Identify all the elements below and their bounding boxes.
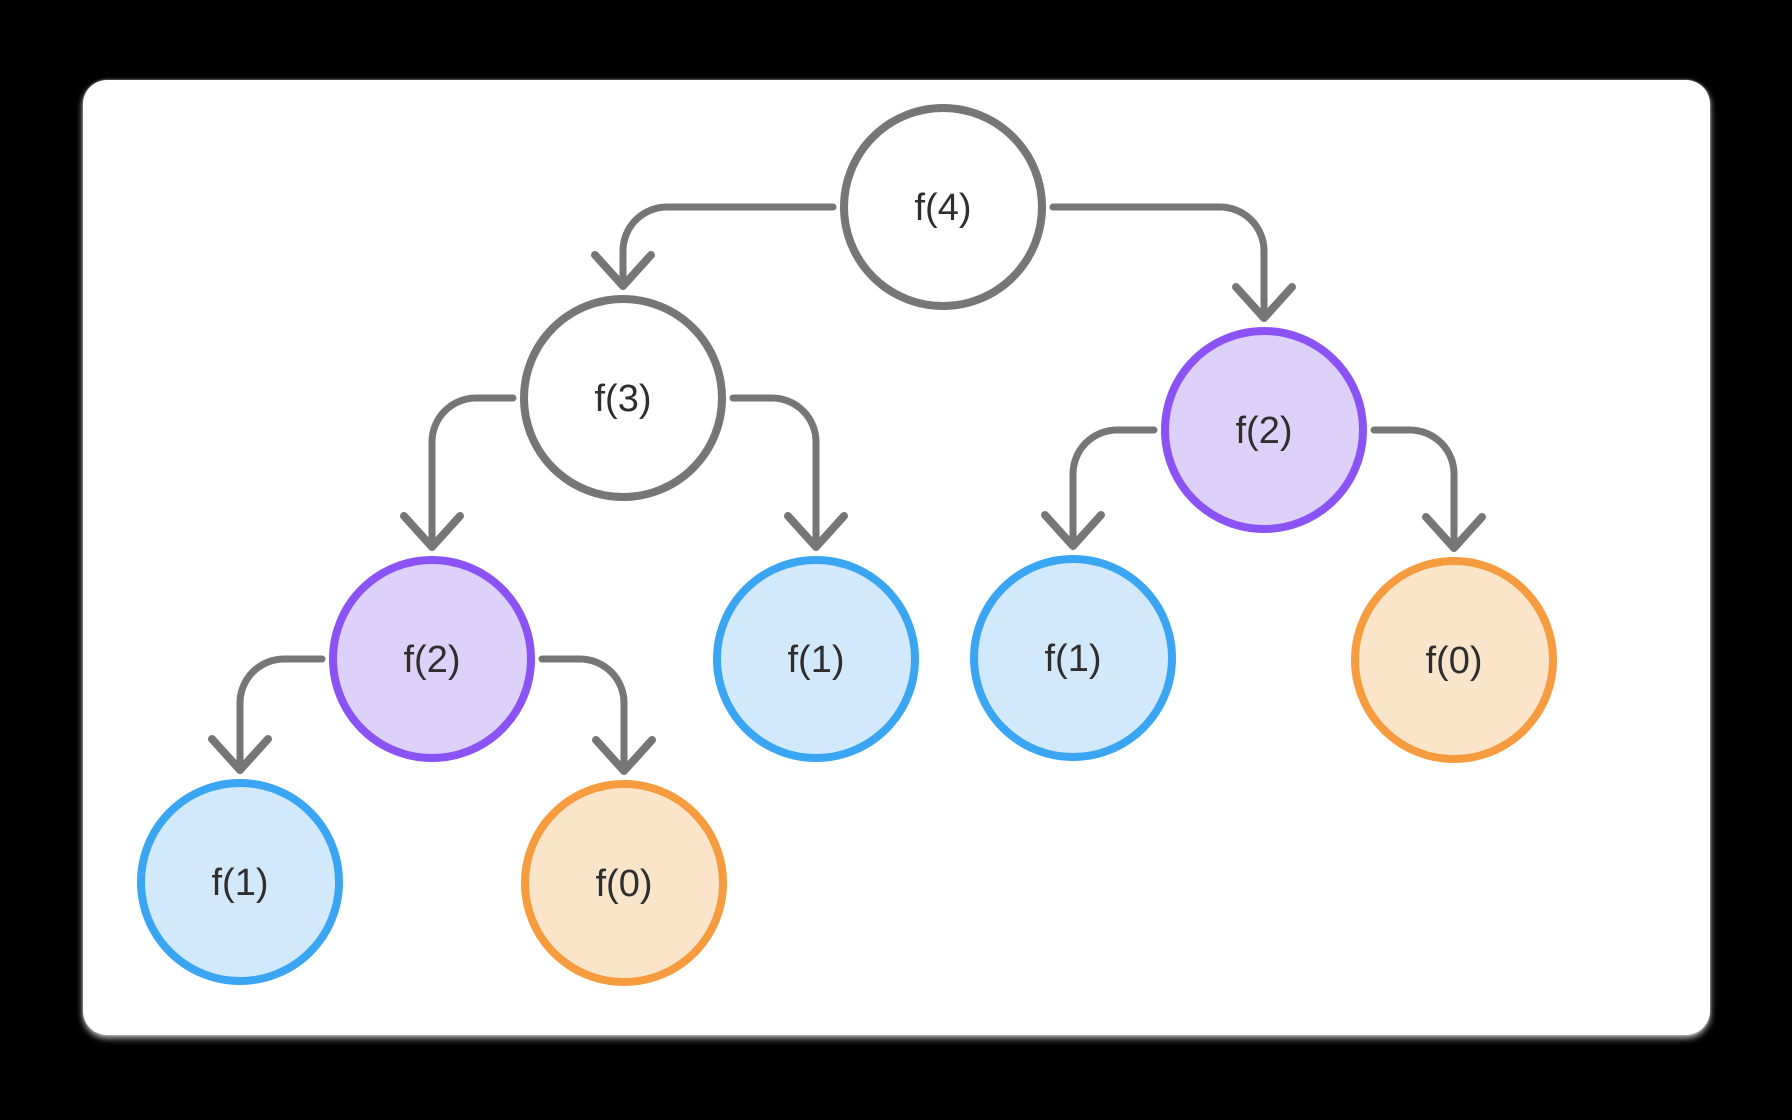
edge-f2-right-to-f1-mid-right (1041, 426, 1158, 550)
node-f4: f(4) (840, 104, 1046, 310)
node-f2-right: f(2) (1161, 327, 1367, 533)
edge-f2-left-to-f1-bottom (208, 655, 326, 774)
arrowhead-down-icon (591, 251, 655, 290)
edge-f2-left-to-f0-bottom (538, 655, 656, 775)
node-circle (840, 104, 1046, 310)
arrowhead-down-icon (1232, 283, 1296, 322)
node-label: f(1) (1045, 638, 1102, 680)
node-circle (713, 556, 919, 762)
node-circle (329, 556, 535, 762)
node-label: f(1) (212, 862, 269, 904)
node-circle (1351, 557, 1557, 763)
edge-line (1049, 203, 1268, 322)
edge-f3-to-f1-mid-left (729, 394, 848, 551)
node-f1-mid-left: f(1) (713, 556, 919, 762)
edge-line (619, 203, 837, 290)
edge-line (538, 655, 628, 775)
node-f2-left: f(2) (329, 556, 535, 762)
node-label: f(2) (404, 639, 461, 681)
edge-f4-to-f2-right (1049, 203, 1296, 322)
node-label: f(2) (1236, 410, 1293, 452)
arrowhead-down-icon (400, 512, 464, 551)
node-label: f(0) (1426, 640, 1483, 682)
arrowhead-down-icon (784, 512, 848, 551)
node-circle (137, 779, 343, 985)
node-label: f(0) (596, 863, 653, 905)
arrowhead-down-icon (1422, 513, 1486, 552)
edge-f4-to-f3 (591, 203, 837, 290)
node-f1-mid-right: f(1) (970, 555, 1176, 761)
arrowhead-down-icon (592, 736, 656, 775)
arrowhead-down-icon (1041, 511, 1105, 550)
node-label: f(1) (788, 639, 845, 681)
arrowhead-down-icon (208, 735, 272, 774)
edge-line (729, 394, 820, 551)
node-f0-right: f(0) (1351, 557, 1557, 763)
edge-f2-right-to-f0-right (1370, 426, 1486, 552)
node-f1-bottom: f(1) (137, 779, 343, 985)
node-circle (970, 555, 1176, 761)
edge-line (1069, 426, 1158, 550)
node-label: f(4) (915, 187, 972, 229)
edge-f3-to-f2-left (400, 394, 517, 551)
node-circle (1161, 327, 1367, 533)
node-f0-bottom: f(0) (521, 780, 727, 986)
nodes-layer: f(4) f(3) f(2) f(2) f(1) f(1) f(0) f(1) f(0) (137, 104, 1557, 986)
edge-line (1370, 426, 1458, 552)
node-circle (521, 780, 727, 986)
node-circle (520, 295, 726, 501)
node-label: f(3) (595, 378, 652, 420)
edges-layer (208, 203, 1486, 775)
edge-line (236, 655, 326, 774)
node-f3: f(3) (520, 295, 726, 501)
edge-line (428, 394, 517, 551)
